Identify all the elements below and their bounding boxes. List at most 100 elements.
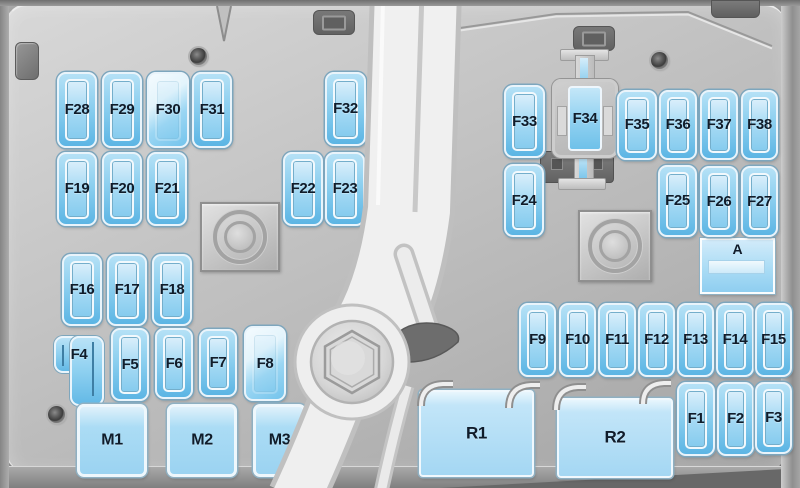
fuse-f18: F18: [152, 254, 192, 326]
fuse-f3: F3: [755, 382, 792, 454]
fuse-f28-label: F28: [64, 101, 90, 119]
screw-bottom-left: [48, 406, 65, 423]
fuse-f11-label: F11: [605, 331, 629, 349]
fuse-slot: [163, 335, 185, 392]
fuse-slot: [606, 310, 628, 370]
mount-center: [224, 221, 256, 253]
fuse-f13-label: F13: [683, 331, 708, 349]
relay-r2: R2: [557, 398, 673, 478]
fuse-f15: F15: [755, 303, 792, 377]
fuse-slot: [708, 173, 730, 230]
fuse-f1: F1: [677, 382, 715, 456]
fuse-f30-label: F30: [155, 101, 181, 119]
fuse-slot: [115, 261, 139, 319]
fuse-f10: F10: [559, 303, 596, 377]
fuse-slot: [65, 159, 89, 219]
fuse-slot: [763, 389, 784, 447]
fuse-f37-label: F37: [706, 116, 732, 134]
fuse-f33-label: F33: [512, 112, 537, 130]
fuse-slot: [155, 79, 181, 141]
connector-hole: [551, 158, 563, 170]
fuse-label: F34: [572, 109, 598, 127]
fuse-f5-label: F5: [121, 355, 139, 373]
fuse-f29-label: F29: [109, 101, 135, 119]
fuse-f35-label: F35: [624, 116, 650, 134]
module-m1-label: M1: [101, 431, 123, 449]
mount-boss-left: [200, 202, 280, 272]
fuse-f13: F13: [677, 303, 714, 377]
fuse-f2: F2: [717, 382, 754, 456]
fuse-f14: F14: [716, 303, 754, 377]
fuse-slot: [708, 97, 730, 153]
mount-boss-right: [578, 210, 652, 282]
fuse-slot: [70, 261, 94, 319]
f34-ibeam-top-fuse-strip: [580, 58, 588, 90]
mount-center: [599, 230, 631, 262]
fuse-f21-label: F21: [154, 180, 180, 198]
fuse-slot: [527, 310, 548, 370]
fuse-f23-label: F23: [332, 180, 358, 198]
fuse-f33: F33: [504, 85, 545, 158]
module-m2: M2: [167, 404, 237, 477]
fuse-f6-label: F6: [165, 354, 183, 372]
f34-ibeam-bottom-fuse-strip: [579, 151, 587, 181]
fuse-f29: F29: [102, 72, 142, 148]
mount-ring: [588, 219, 642, 273]
fuse-slot: [749, 97, 770, 153]
fuse-slot: [725, 389, 746, 449]
fuse-f6: F6: [155, 328, 193, 399]
fuse-f9-label: F9: [529, 331, 546, 349]
fuse-slot: [160, 261, 184, 319]
fuse-slot: [207, 336, 229, 390]
screw-top-left: [190, 48, 207, 65]
fuse-f28: F28: [57, 72, 97, 148]
f34-ibeam-bottom-bar: [558, 178, 606, 190]
fuse-f2-label: F2: [727, 410, 744, 428]
corner-connector: [15, 42, 39, 80]
fuse-slot: [685, 389, 707, 449]
fuse-slot: [567, 310, 588, 370]
fuse-f1-label: F1: [687, 410, 705, 428]
fuse-f17-label: F17: [114, 281, 140, 299]
fuse-f32: F32: [325, 72, 366, 146]
fuse-f15-label: F15: [761, 331, 786, 349]
fuse-f37: F37: [700, 90, 738, 160]
fuse-f26-label: F26: [706, 192, 732, 210]
fuse-slot: [155, 159, 179, 219]
fuse-f25: F25: [658, 165, 697, 237]
fuse-slot: [685, 310, 706, 370]
screw-top-right: [651, 52, 668, 69]
fuse-slot: [512, 92, 537, 151]
fuse-slot: [568, 86, 602, 151]
f4-slot-mark: [92, 342, 94, 396]
fuse-slot: [724, 310, 746, 370]
fuse-slot: [646, 310, 667, 370]
fuse-slot: [667, 97, 689, 153]
fuse-f8: F8: [244, 326, 286, 401]
fuse-f17: F17: [107, 254, 147, 326]
fuse-f31: F31: [192, 72, 232, 148]
f34-side-tab: [557, 106, 567, 136]
fuse-slot: [763, 310, 784, 370]
module-m1: M1: [77, 404, 147, 477]
module-m3: M3: [253, 404, 306, 477]
fuse-f32-label: F32: [333, 100, 358, 118]
fuse-f20-label: F20: [109, 180, 135, 198]
fuse-f30: F30: [147, 72, 189, 148]
fuse-f16: F16: [62, 254, 102, 326]
component-a: A: [700, 238, 775, 294]
fuse-f9: F9: [519, 303, 556, 377]
fuse-slot: [110, 159, 134, 219]
fuse-f36: F36: [659, 90, 697, 160]
fuse-f7: F7: [199, 329, 237, 397]
fuse-f3-label: F3: [765, 409, 782, 427]
f4-slot-mark: [62, 345, 64, 366]
fuse-f5: F5: [111, 328, 149, 401]
fuse-slot: [200, 79, 224, 141]
f4-body-part: [70, 336, 104, 406]
fuse-f12: F12: [638, 303, 675, 377]
fuse-slot: [666, 172, 689, 230]
top-edge-band: [0, 0, 800, 6]
